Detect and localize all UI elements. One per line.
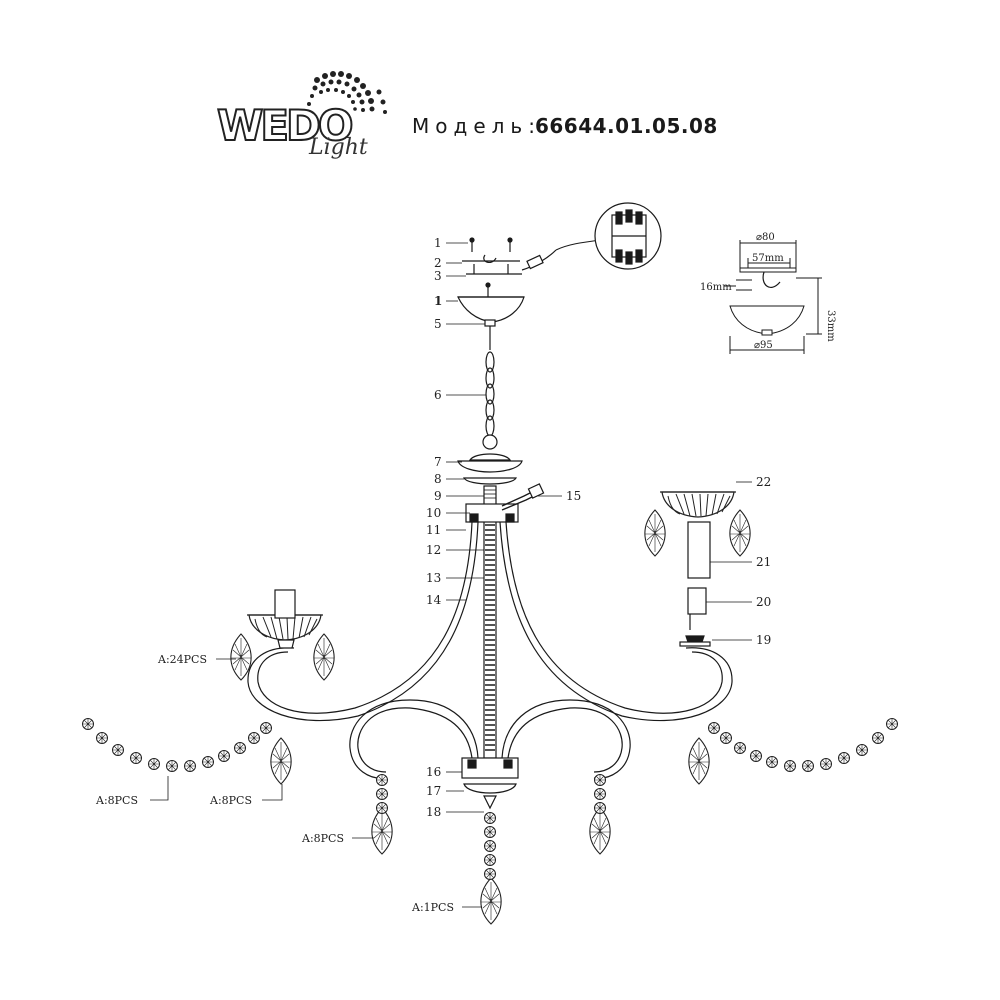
screw-left (469, 237, 475, 252)
dim-inner-width: 57mm (752, 253, 784, 264)
dim-top-diameter: ⌀80 (756, 232, 775, 243)
part-numbers: 1 2 3 1 5 6 7 8 9 10 11 12 13 14 15 16 1… (426, 236, 771, 819)
mounting-hook (483, 254, 497, 264)
part-number: 11 (426, 523, 441, 537)
crystal-label: A:24PCS (157, 653, 207, 666)
part-number: 21 (756, 555, 771, 569)
dim-bottom-diameter: ⌀95 (754, 340, 773, 351)
wire-connector (526, 254, 544, 270)
canopy-dimension-diagram (724, 240, 822, 354)
crystal-labels: A:24PCS A:8PCS A:8PCS A:8PCS A:1PCS (95, 653, 454, 914)
model-number: 66644.01.05.08 (534, 114, 718, 138)
left-candle-cup (246, 614, 324, 641)
dimension-labels: ⌀80 57mm 16mm 33mm ⌀95 (700, 232, 836, 351)
part-number: 10 (426, 506, 441, 520)
chain (482, 326, 498, 450)
leader-lines (150, 242, 752, 908)
part-number: 18 (426, 805, 441, 819)
part-number: 17 (426, 784, 441, 798)
part-number: 13 (426, 571, 441, 585)
right-candle-cup (659, 491, 737, 518)
socket-nut (679, 635, 711, 647)
part-number: 19 (756, 633, 771, 647)
model-separator: : (528, 114, 535, 138)
part-number: 2 (434, 256, 442, 270)
terminal-detail (594, 202, 662, 270)
part-number: 15 (566, 489, 581, 503)
center-rod (483, 485, 497, 759)
part-number: 1 (434, 236, 442, 250)
crystal-label: A:1PCS (411, 901, 454, 914)
part-number: 22 (756, 475, 771, 489)
logo-wordmark: WEDO (217, 101, 352, 150)
crystal-label: A:8PCS (301, 832, 344, 845)
part-number: 7 (434, 455, 442, 469)
dim-hook-height: 16mm (700, 282, 732, 293)
part-number: 1 (434, 294, 442, 308)
arm-upper-left (247, 521, 479, 722)
arm-upper-right (499, 521, 733, 722)
part-number: 12 (426, 543, 441, 557)
part-number: 3 (434, 269, 442, 283)
part-number: 16 (426, 765, 441, 779)
model-title: Модель:66644.01.05.08 (412, 114, 718, 138)
part-number: 9 (434, 489, 442, 503)
upper-hub (465, 483, 545, 523)
candle-sleeve (687, 521, 711, 579)
left-candle-socket (274, 589, 296, 619)
brand-logo: WEDO Light (216, 71, 387, 160)
part-number: 5 (434, 317, 442, 331)
logo-dot-swirl (307, 71, 387, 114)
top-collar (457, 453, 523, 485)
canopy (457, 282, 525, 327)
part-number: 20 (756, 595, 771, 609)
part-number: 6 (434, 388, 442, 402)
bottom-hub (461, 757, 519, 810)
part-number: 14 (426, 593, 442, 607)
dim-canopy-height: 33mm (825, 310, 836, 342)
screw-right (507, 237, 513, 252)
lamp-socket (687, 587, 707, 615)
arm-lower-right (501, 699, 631, 779)
part-number: 8 (434, 472, 442, 486)
crystal-label: A:8PCS (209, 794, 252, 807)
arm-lower-left (349, 699, 479, 779)
logo-script: Light (308, 135, 368, 160)
crystal-label: A:8PCS (95, 794, 138, 807)
model-label: Модель (412, 114, 529, 138)
